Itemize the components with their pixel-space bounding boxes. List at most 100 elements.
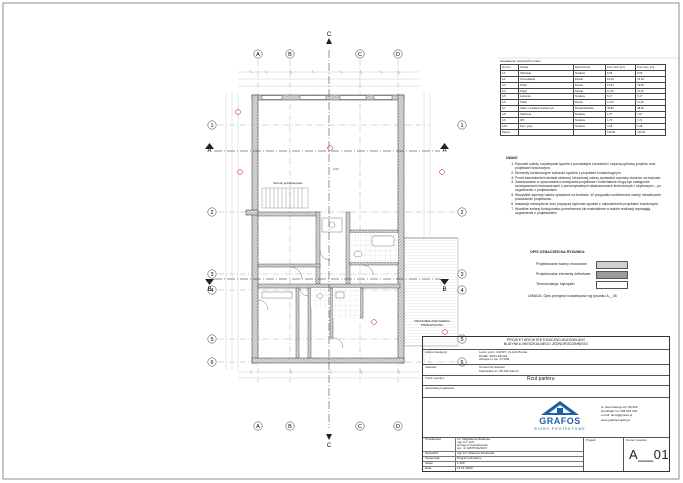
terrace-label: TARAS BEZ ZADASZENIA PRZESZKLONA	[413, 319, 451, 327]
section-label-3: B	[442, 287, 446, 293]
axis-col-bottom-D-label: D	[396, 424, 400, 430]
legend-swatch	[596, 281, 628, 289]
axis-row-left-4-bubble	[207, 285, 217, 295]
axis-row-left-1-bubble	[207, 120, 217, 130]
note-item: Instalacje wewnętrzne oraz przyłącza wyk…	[515, 202, 666, 206]
sheet-label: Numer rysunku:	[626, 438, 648, 442]
fixtures	[261, 217, 395, 299]
axis-row-right-3-bubble	[457, 269, 467, 279]
axis-row-right-2-label: 2	[460, 210, 463, 216]
table-cell	[572, 128, 607, 136]
note-item: Elementy konstrukcyjne wykonać zgodnie z…	[515, 171, 666, 175]
axis-row-right-4-label: 4	[460, 288, 463, 294]
terrace-area	[403, 237, 459, 347]
legend-title: OPIS OZNACZEŃ NA RYSUNKU:	[530, 250, 586, 254]
section-label-4: C	[327, 32, 332, 38]
role-label: Opracował	[425, 455, 440, 460]
axis-row-right-4-bubble	[457, 285, 467, 295]
axis-col-top-D-label: D	[396, 52, 400, 58]
investor-value: Tomasz Drzewiecki Kaszubska 17, 86-160 S…	[479, 365, 519, 373]
table-cell: 130,23	[635, 128, 666, 136]
axis-row-right-6-label: 6	[460, 360, 463, 366]
note-item: Zastosowanie w opracowaniu rozwiązania p…	[515, 180, 666, 192]
axis-row-left-1-label: 1	[210, 123, 213, 129]
table-cell: 3,48	[635, 122, 666, 130]
project-header: PROJEKT ARCHITEKTONICZNO-BUDOWLANY BUDYN…	[503, 338, 589, 347]
note-item: Rysunek należy rozpatrywać łącznie z poz…	[515, 162, 666, 170]
axis-col-top-B-label: B	[288, 52, 292, 58]
project-label: Projekt:	[586, 438, 597, 442]
notes-title: UWAGI	[506, 156, 518, 160]
role-label: Data	[425, 465, 432, 470]
legend-item-label: Termoizolacja: styropian	[536, 282, 575, 286]
axis-row-right-1-bubble	[457, 120, 467, 130]
drawing-label: Treść rysunku:	[425, 376, 445, 380]
note-item: Wszystkie wymiary należy sprawdzić na bu…	[515, 193, 666, 201]
axis-col-bottom-A-bubble	[253, 421, 263, 431]
axis-row-left-4-label: 4	[210, 288, 213, 294]
company-logo: GRAFOS BIURO PROJEKTOWE	[527, 399, 593, 433]
signature-label: Jednostka projektowa	[425, 386, 455, 390]
address-value: Lesiv, woźn. 14/2/97, 11-113 Pliszka Dzi…	[479, 350, 528, 362]
company-sub: BIURO PROJEKTOWE	[534, 427, 586, 431]
level-markers	[235, 109, 448, 335]
stair-label: Schody jednobiegowe	[273, 181, 303, 185]
table-cell	[518, 128, 574, 136]
note-item: Wszelkie zmiany funkcjonalno-przestrzenn…	[515, 207, 666, 215]
logo-mark-icon	[541, 401, 579, 415]
table-cell: Razem	[499, 128, 520, 136]
section-label-2: B	[207, 287, 211, 293]
axis-col-bottom-C-bubble	[355, 421, 365, 431]
address-label: Adres inwestycji:	[425, 350, 448, 354]
investor-label: Inwestor:	[425, 365, 438, 369]
axis-row-left-2-label: 2	[210, 210, 213, 216]
level-tag: 0,00	[333, 167, 339, 171]
notes-list: Rysunek należy rozpatrywać łącznie z poz…	[515, 162, 666, 215]
axis-row-left-6-label: 6	[210, 360, 213, 366]
role-label: Projektował	[425, 436, 441, 441]
legend-remark: UWAGA: Opis przegród rozpatrywać wg rysu…	[528, 294, 617, 298]
title-block: PROJEKT ARCHITEKTONICZNO-BUDOWLANY BUDYN…	[422, 336, 670, 472]
notes-section: UWAGI Rysunek należy rozpatrywać łącznie…	[506, 156, 666, 215]
section-markers	[205, 38, 449, 440]
axis-row-left-3-bubble	[207, 269, 217, 279]
role-value: mgr inż. Mateusz Kłodowski	[457, 450, 495, 455]
axis-row-left-5-label: 5	[210, 337, 213, 343]
axis-row-left-6-bubble	[207, 357, 217, 367]
role-value: Projekt budowlany	[457, 455, 482, 460]
axis-col-top-A-bubble	[253, 49, 263, 59]
drawing-value: Rzut parteru	[527, 376, 555, 382]
section-lines	[214, 50, 440, 428]
axis-col-bottom-A-label: A	[256, 424, 260, 430]
table-cell: 3,48	[605, 122, 637, 130]
table-cell: Terakota	[572, 122, 607, 130]
stair	[261, 187, 309, 209]
axis-row-right-2-bubble	[457, 207, 467, 217]
axis-col-top-C-label: C	[358, 52, 362, 58]
role-value: 12.01.2020r.	[457, 465, 474, 470]
axis-row-right-1-label: 1	[460, 123, 463, 129]
axis-row-left-3-label: 3	[210, 272, 213, 278]
axis-row-right-3-label: 3	[460, 272, 463, 278]
axis-col-bottom-C-label: C	[358, 424, 362, 430]
axis-row-left-5-bubble	[207, 334, 217, 344]
axis-row-right-5-label: 5	[460, 337, 463, 343]
room-table-title: Zestawienie powierzchni pietro	[500, 59, 542, 63]
role-label: Sprawdził	[425, 450, 439, 455]
dimension-ticks	[249, 69, 401, 375]
sheet-number: A__01	[629, 447, 670, 462]
axis-col-bottom-D-bubble	[393, 421, 403, 431]
axis-col-bottom-B-label: B	[288, 424, 292, 430]
axis-col-top-B-bubble	[285, 49, 295, 59]
role-label: Skala	[425, 460, 433, 465]
note-item: Przed zamówieniem stolarki okiennej i dr…	[515, 176, 666, 180]
axis-row-left-2-bubble	[207, 207, 217, 217]
company-contact: ul. Żeromskiego 22, 86-300 Grudziądz tel…	[601, 405, 638, 422]
table-cell: 130,69	[605, 128, 637, 136]
